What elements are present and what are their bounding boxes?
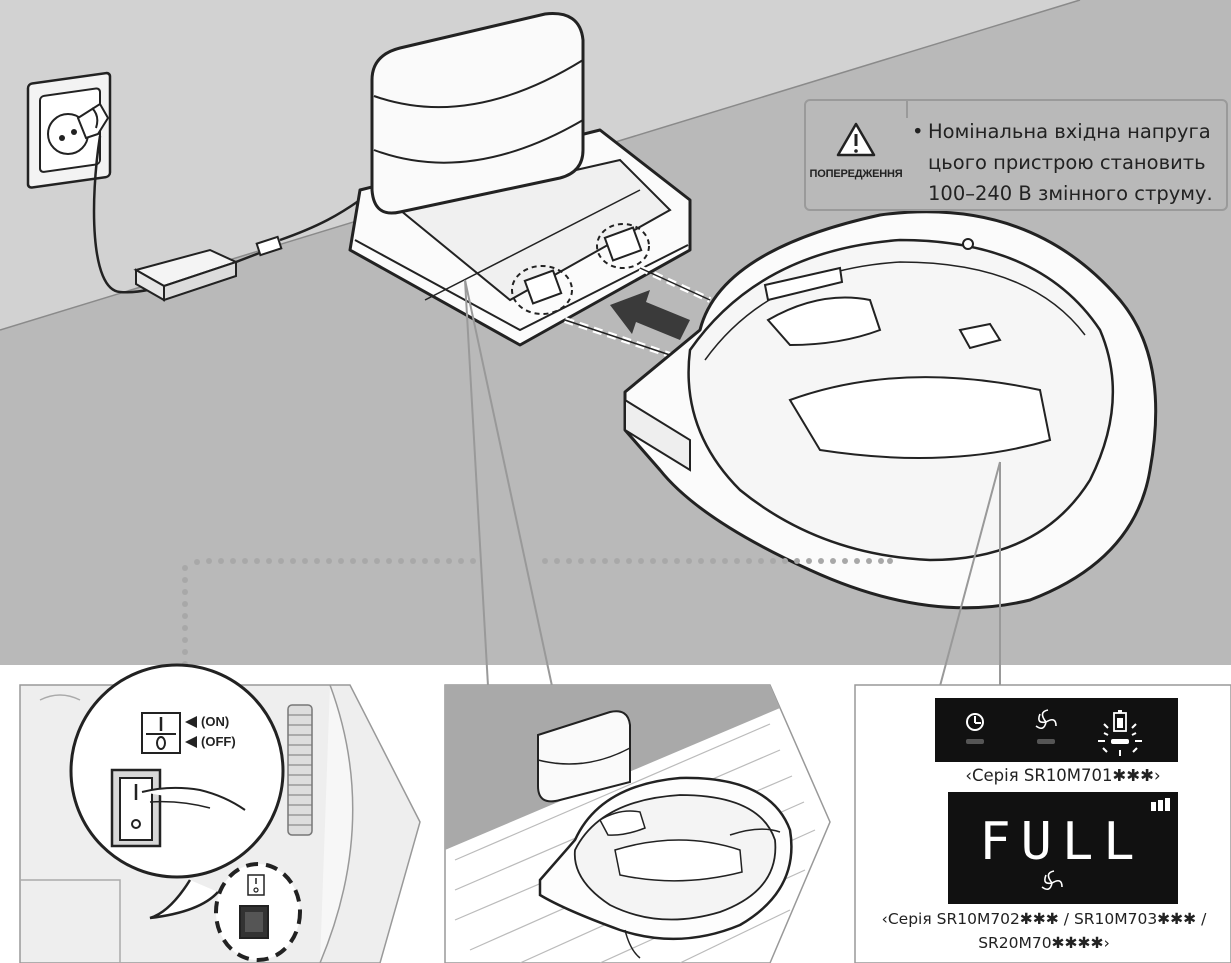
display-2-caption-line2: SR20M70✱✱✱✱› [862, 934, 1226, 952]
warning-text: • Номінальна вхідна напруга цього пристр… [912, 116, 1224, 209]
panel-power-switch [20, 665, 420, 963]
switch-on-label: (ON) [201, 714, 229, 729]
power-switch-icon [142, 713, 180, 753]
panel-robot-on-dock [445, 685, 830, 963]
warning-body: Номінальна вхідна напруга цього пристрою… [928, 116, 1224, 209]
display-2-caption-line1: ‹Серія SR10M702✱✱✱ / SR10M703✱✱✱ / [862, 910, 1226, 928]
display-1-caption: ‹Серія SR10M701✱✱✱› [948, 766, 1178, 785]
warning-bullet: • [912, 116, 924, 147]
switch-off-label: (OFF) [201, 734, 236, 749]
wall-socket [28, 73, 110, 189]
warning-label: ПОПЕРЕДЖЕННЯ [806, 168, 906, 180]
display-2-text: FULL [972, 812, 1152, 872]
